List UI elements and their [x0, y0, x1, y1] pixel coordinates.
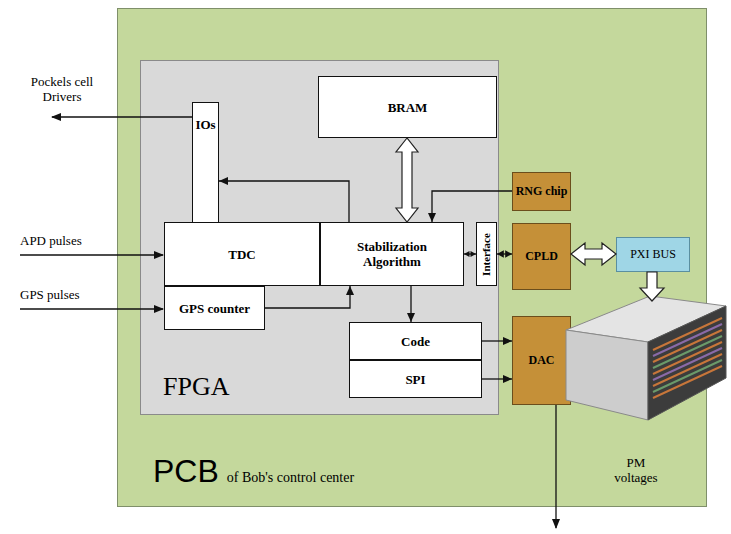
- box-label: CPLD: [525, 249, 558, 264]
- code-block: Code: [349, 322, 482, 360]
- connector: [571, 243, 616, 265]
- interface-block: Interface: [476, 222, 497, 286]
- spi-block: SPI: [349, 360, 482, 398]
- connector-line: [219, 181, 349, 222]
- server-front: [648, 306, 726, 420]
- board-subtitle: of Bob's control center: [227, 470, 354, 486]
- signal-label: Pockels cell Drivers: [14, 74, 110, 104]
- counter-block: GPS counter: [164, 286, 265, 330]
- signal-label: APD pulses: [20, 233, 82, 248]
- memory-block: BRAM: [318, 76, 497, 138]
- connector: [396, 138, 418, 222]
- fpga-region: FPGA IOs BRAM TDC Stabilization AlgorithmGPS…: [140, 60, 499, 415]
- connector-line: [432, 191, 512, 222]
- connector: [482, 337, 512, 345]
- box-label: Code: [401, 334, 430, 349]
- box-label: Interface: [479, 233, 494, 276]
- connector: [464, 251, 476, 257]
- arrow-head: [503, 337, 512, 345]
- arrow-head: [407, 313, 415, 322]
- connector: [428, 191, 512, 222]
- arrow-head: [464, 251, 470, 257]
- box-label: GPS counter: [179, 301, 250, 316]
- dac-chip: DAC: [512, 316, 571, 405]
- connector-line: [265, 286, 350, 308]
- pcb-board: PCB of Bob's control center FPGA IOs BRAM TDC…: [117, 8, 707, 507]
- rng-chip: RNG chip: [512, 172, 571, 211]
- arrow-head: [505, 250, 512, 257]
- box-label: TDC: [228, 247, 255, 262]
- server-side: [566, 330, 648, 420]
- output-arrow: [555, 405, 556, 528]
- arrow-head: [219, 177, 228, 185]
- cpld-chip: CPLD: [512, 223, 571, 290]
- signal-label: PM voltages: [604, 455, 668, 485]
- box-label: IOs: [195, 117, 215, 132]
- signal-label: GPS pulses: [20, 287, 80, 302]
- input-arrow: [20, 308, 163, 309]
- bus-arrow: [640, 272, 664, 301]
- box-label: FPGA: [163, 372, 229, 401]
- server-ribbon: [653, 318, 722, 398]
- arrow-head: [346, 286, 354, 295]
- box-label: BRAM: [388, 100, 428, 115]
- connector: [219, 177, 349, 222]
- connector: [482, 375, 512, 383]
- connector: [497, 250, 512, 257]
- hollow-arrow: [571, 243, 616, 265]
- input-arrow: [20, 254, 163, 255]
- arrow-head: [497, 250, 504, 257]
- algorithm-block: Stabilization Algorithm: [320, 222, 464, 286]
- board-title: PCB: [153, 453, 219, 490]
- arrow-head: [503, 375, 512, 383]
- box-label: PXI BUS: [630, 247, 676, 262]
- connector: [407, 286, 415, 322]
- box-label: DAC: [529, 353, 555, 368]
- box-label: RNG chip: [516, 184, 568, 199]
- output-arrow: [52, 116, 192, 117]
- pxi-bus: PXI BUS: [616, 237, 690, 272]
- arrow-head: [471, 251, 477, 257]
- hollow-arrow: [396, 138, 418, 222]
- arrow-head: [428, 213, 436, 222]
- box-label: Stabilization Algorithm: [342, 239, 442, 269]
- connector: [265, 286, 354, 308]
- box-label: SPI: [405, 372, 425, 387]
- tdc-block: TDC: [164, 222, 320, 286]
